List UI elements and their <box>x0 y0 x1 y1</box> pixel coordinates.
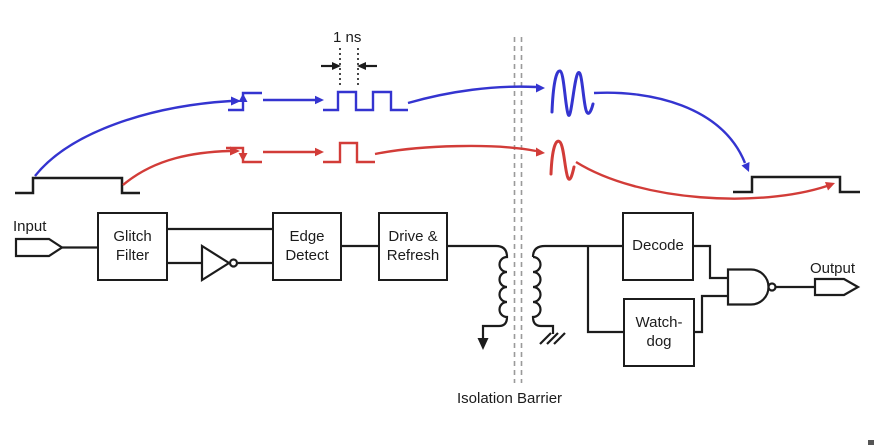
drive-refresh-block: Drive & Refresh <box>378 212 448 281</box>
blue-curve-to-ringing <box>407 83 545 105</box>
decode-block: Decode <box>622 212 694 281</box>
watchdog-label-line1: Watch- <box>635 313 683 331</box>
watchdog-to-nand-wire <box>695 294 728 334</box>
output-pulse-waveform <box>733 175 860 194</box>
measurement-arrows-icon <box>321 48 377 85</box>
glitch-to-edge-wires <box>168 227 272 265</box>
input-label: Input <box>13 218 47 235</box>
watchdog-label-line2: dog <box>646 332 672 350</box>
transformer-primary-coil-icon <box>448 244 509 350</box>
watchdog-block: Watch- dog <box>623 298 695 367</box>
output-label: Output <box>810 260 856 277</box>
transformer-secondary-coil-icon <box>531 244 622 345</box>
nand-gate-icon <box>726 268 777 306</box>
blue-curve-to-output <box>593 91 750 172</box>
signal-ground-arrow-icon <box>477 338 489 350</box>
red-pulse-waveform <box>323 141 375 164</box>
corner-artifact <box>868 440 874 445</box>
blue-pulse-train-waveform <box>323 90 408 112</box>
red-curve-to-ringing <box>374 144 545 157</box>
red-falling-edge-waveform <box>226 146 262 164</box>
edge-detect-block: Edge Detect <box>272 212 342 281</box>
edge-detect-label-line2: Detect <box>285 246 329 264</box>
blue-rising-edge-waveform <box>228 91 262 112</box>
glitch-filter-block: Glitch Filter <box>97 212 168 281</box>
input-pulse-waveform <box>15 176 140 195</box>
inverter-icon <box>200 244 239 282</box>
red-curve-to-output <box>575 160 835 200</box>
red-ringing-waveform <box>549 139 576 181</box>
input-pin-icon <box>14 237 65 258</box>
glitch-filter-label-line2: Filter <box>115 246 150 264</box>
isolation-barrier-icon <box>513 37 523 383</box>
drive-refresh-label-line1: Drive & <box>388 227 438 245</box>
red-curve-input-to-edge-glyph <box>122 146 240 186</box>
red-arrow-to-pulse <box>263 147 324 157</box>
output-pin-icon <box>813 277 861 297</box>
secondary-branch-wires <box>586 246 623 334</box>
blue-curve-input-to-edge-glyph <box>34 96 241 177</box>
blue-arrow-to-pulse-train <box>263 95 324 105</box>
isolation-barrier-label: Isolation Barrier <box>457 390 563 407</box>
pulse-width-label: 1 ns <box>333 29 362 46</box>
drive-refresh-label-line2: Refresh <box>386 246 440 264</box>
blue-ringing-waveform <box>550 69 595 117</box>
edge-detect-label-line1: Edge <box>289 227 325 245</box>
glitch-filter-label-line1: Glitch <box>113 227 152 245</box>
decode-label: Decode <box>632 237 684 255</box>
decode-to-nand-wire <box>694 244 728 280</box>
chassis-ground-icon <box>539 332 566 345</box>
